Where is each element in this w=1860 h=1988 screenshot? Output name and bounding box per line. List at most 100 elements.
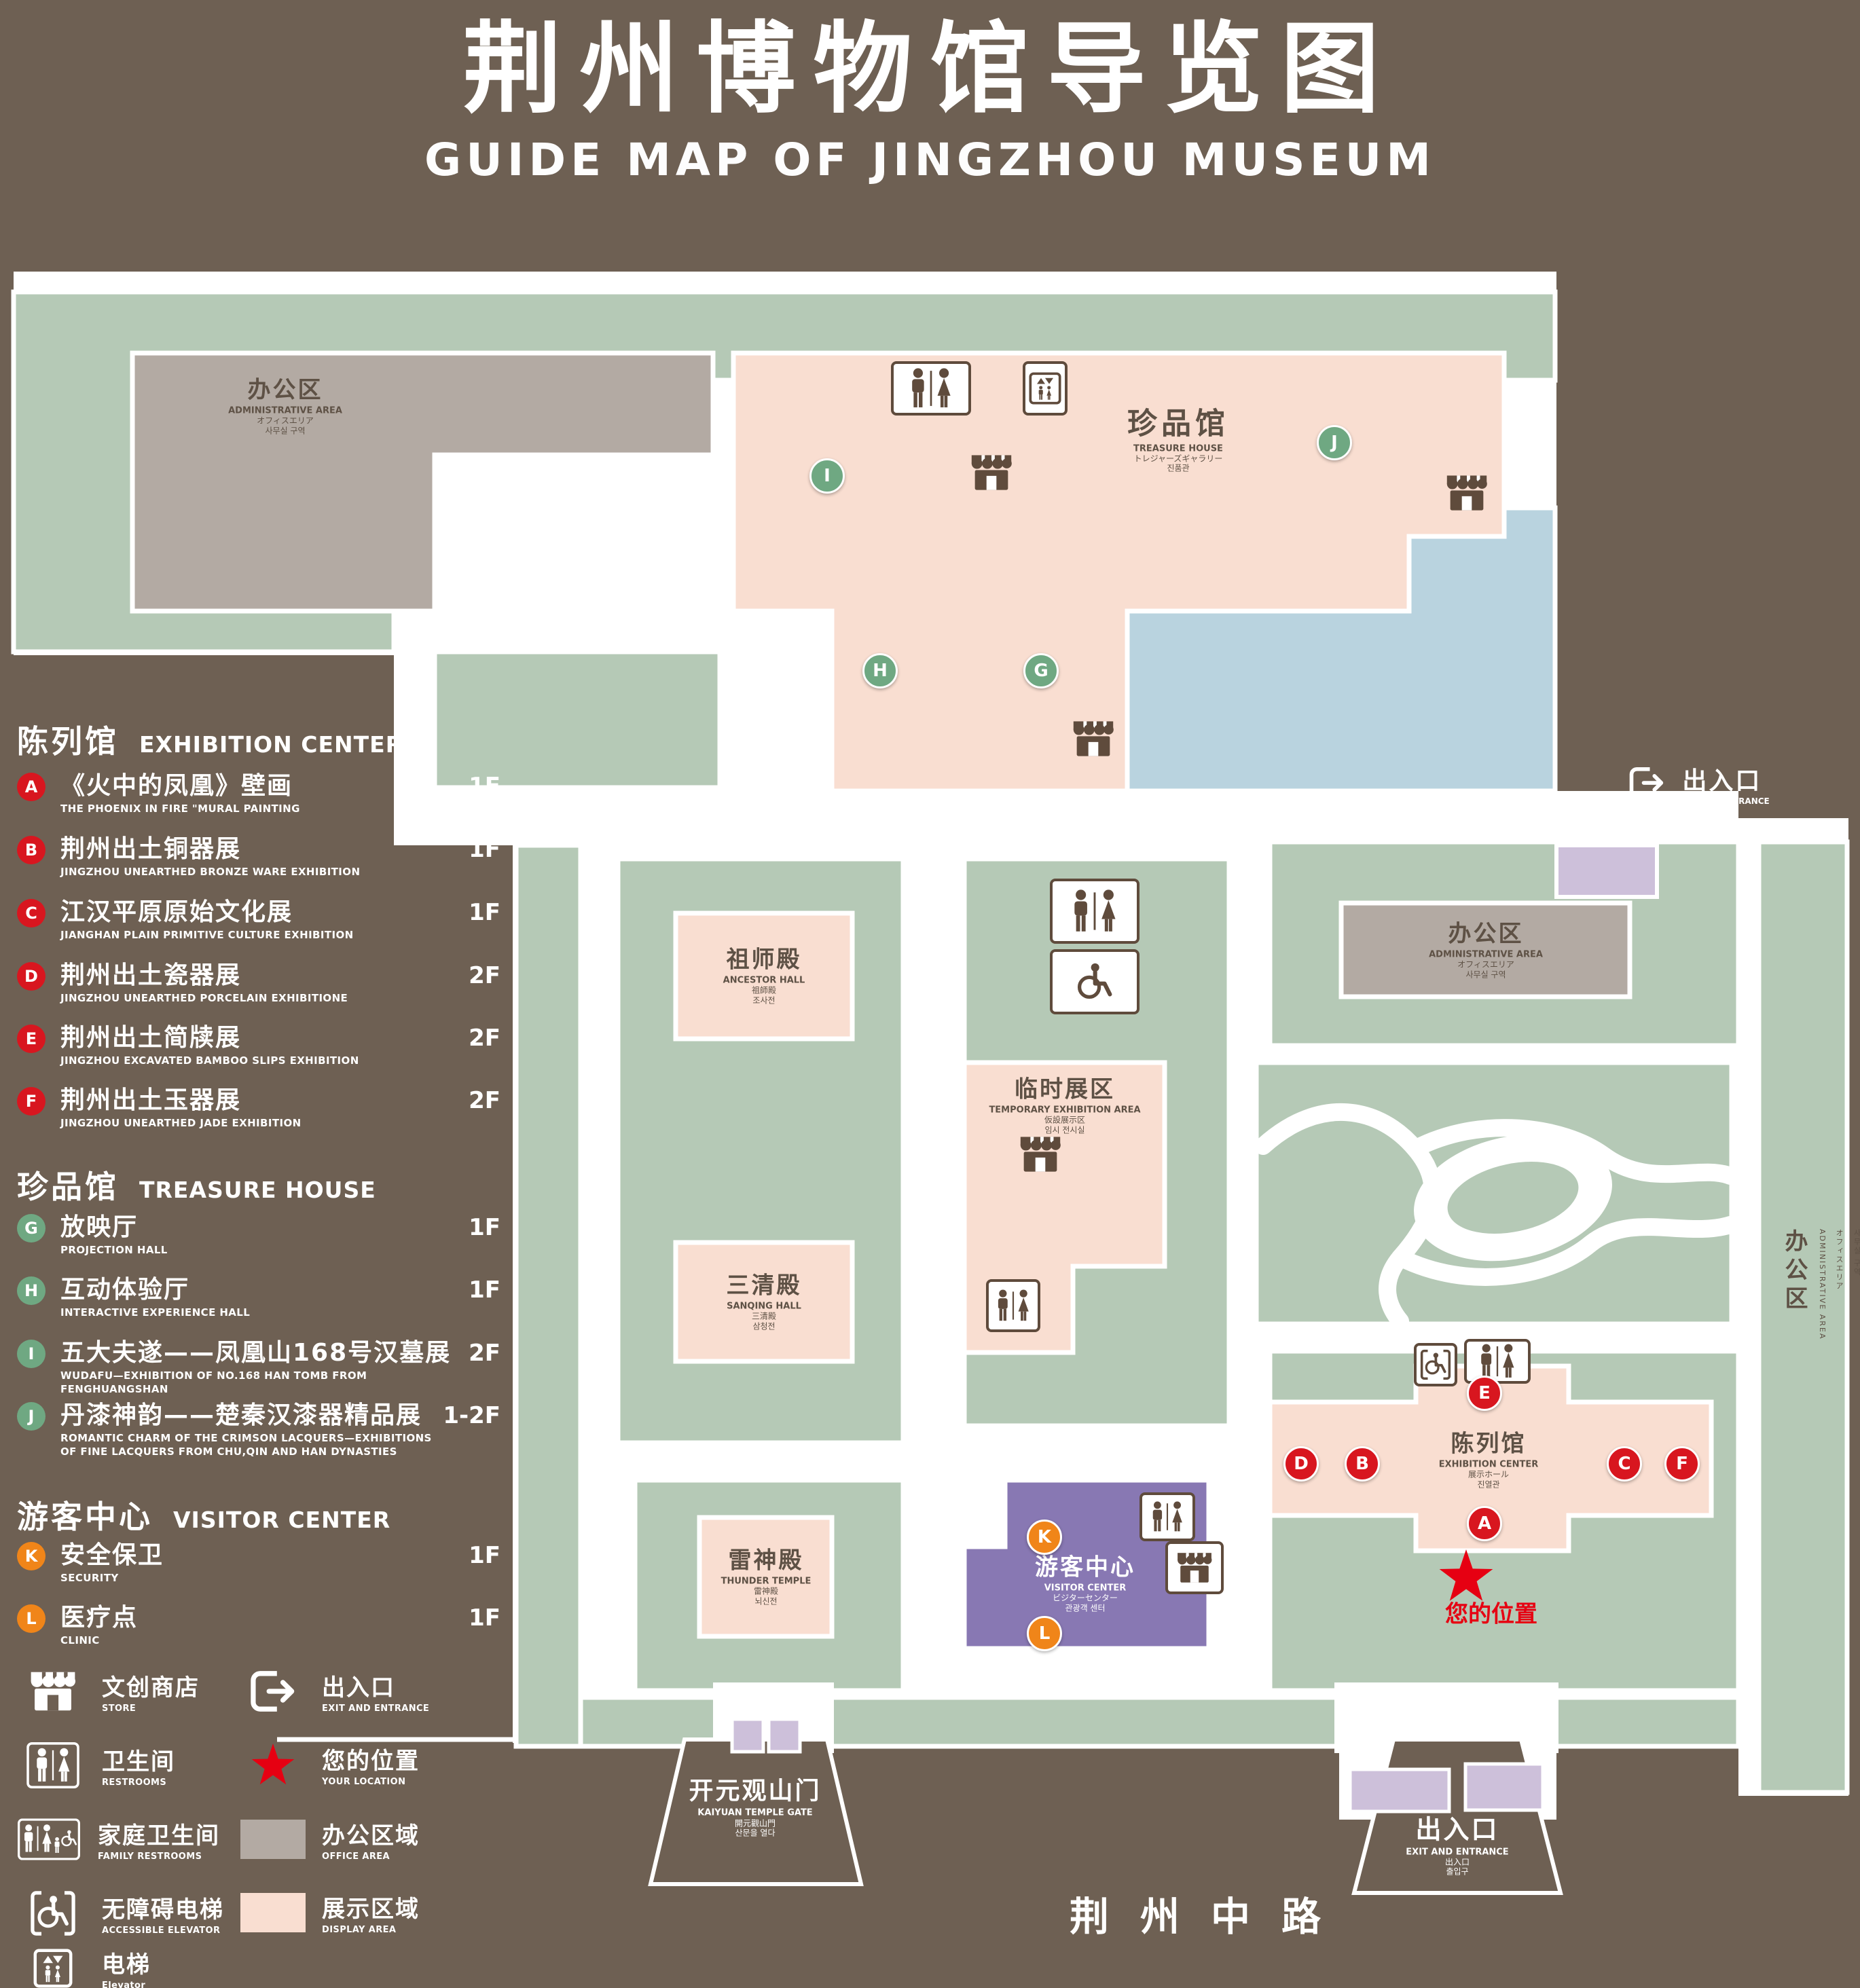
- legend-item-h: H 互动体验厅 INTERACTIVE EXPERIENCE HALL 1F: [17, 1275, 500, 1320]
- marker-k: K: [1027, 1520, 1062, 1555]
- zone-mid-left-green: [432, 649, 723, 790]
- legend-item-b: B 荆州出土铜器展 JINGZHOU UNEARTHED BRONZE WARE…: [17, 834, 500, 879]
- legend-item-j: J 丹漆神韵——楚秦汉漆器精品展 ROMANTIC CHARM OF THE C…: [17, 1401, 500, 1458]
- building-admin-top: [130, 350, 716, 614]
- legend-section-treasure-house: 珍品馆 TREASURE HOUSE: [17, 1168, 376, 1205]
- marker-i: I: [809, 458, 845, 494]
- treasure-store-icon-2: [1445, 474, 1489, 515]
- legend-section-visitor-center: 游客中心 VISITOR CENTER: [17, 1498, 391, 1535]
- legend-item-e: E 荆州出土简牍展 JINGZHOU EXCAVATED BAMBOO SLIP…: [17, 1023, 500, 1068]
- marker-d: D: [1283, 1446, 1319, 1481]
- badge-a: A: [17, 773, 45, 801]
- display-area-swatch: [239, 1893, 307, 1932]
- store-icon: [19, 1670, 87, 1712]
- legend-item-g: G 放映厅 PROJECTION HALL 1F: [17, 1213, 500, 1257]
- treasure-store-icon-1: [970, 454, 1013, 494]
- ancestor-hall-label: 祖师殿 ANCESTOR HALL 祖師殿 조사전: [723, 946, 805, 1006]
- exhibition-center-label: 陈列馆 EXHIBITION CENTER 展示ホール 진열관: [1438, 1430, 1539, 1490]
- treasure-restroom-icon: [891, 361, 971, 416]
- exhibition-restroom-icon: [1464, 1339, 1531, 1384]
- exit-top-label: 出入口 EXIT AND ENTRANCE 出入口 출입구: [1628, 766, 1770, 827]
- header: 荆州博物馆导览图 GUIDE MAP OF JINGZHOU MUSEUM: [0, 0, 1860, 186]
- badge-f: F: [17, 1087, 45, 1116]
- marker-c: C: [1607, 1446, 1642, 1481]
- sanqing-hall-label: 三清殿 SANQING HALL 三清殿 삼청전: [726, 1272, 802, 1331]
- kaiyuan-gate-label: 开元观山门 KAIYUAN TEMPLE GATE 開元觀山門 산문을 열다: [689, 1777, 822, 1838]
- visitor-center-label: 游客中心 VISITOR CENTER ビジターセンター 관광객 센터: [1035, 1553, 1135, 1613]
- building-sanqing-hall: [673, 1240, 855, 1364]
- road-label: 荆州中路: [1069, 1894, 1353, 1940]
- legend-item-f: F 荆州出土玉器展 JINGZHOU UNEARTHED JADE EXHIBI…: [17, 1086, 500, 1130]
- legend-item-i: I 五大夫遂——凤凰山168号汉墓展 WUDAFU—EXHIBITION OF …: [17, 1338, 500, 1396]
- visitor-store-icon: [1165, 1541, 1224, 1594]
- marker-f: F: [1664, 1446, 1700, 1481]
- exit-building-1: [1348, 1767, 1451, 1814]
- building-treasure-house: [731, 350, 1507, 794]
- treasure-store-icon-3: [1072, 720, 1115, 760]
- badge-g: G: [17, 1214, 45, 1242]
- building-exit-top: [1554, 843, 1659, 899]
- central-accessible-restroom-icon: [1050, 949, 1139, 1014]
- building-thunder-temple: [697, 1515, 835, 1639]
- admin-mid-label: 办公区 ADMINISTRATIVE AREA オフィスエリア 사무실 구역: [1429, 920, 1543, 980]
- badge-l: L: [17, 1604, 45, 1633]
- visitor-restroom-icon: [1139, 1492, 1195, 1541]
- badge-e: E: [17, 1025, 45, 1053]
- legend-item-k: K 安全保卫 SECURITY 1F: [17, 1541, 500, 1585]
- badge-h: H: [17, 1276, 45, 1305]
- badge-i: I: [17, 1340, 45, 1368]
- building-ancestor-hall: [673, 910, 855, 1042]
- exit-icon: [1628, 766, 1665, 800]
- marker-a: A: [1467, 1506, 1502, 1541]
- marker-l: L: [1027, 1616, 1062, 1651]
- office-area-swatch: [239, 1820, 307, 1859]
- garden-island: [1447, 1162, 1579, 1234]
- temporary-store-icon: [1019, 1135, 1062, 1176]
- legend-item-a: A 《火中的凤凰》壁画 THE PHOENIX IN FIRE "MURAL P…: [17, 771, 500, 816]
- exit-building-2: [1463, 1762, 1545, 1812]
- admin-top-label: 办公区 ADMINISTRATIVE AREA オフィスエリア 사무실 구역: [228, 376, 342, 436]
- marker-h: H: [862, 653, 898, 688]
- treasure-elevator-icon: [1023, 361, 1068, 416]
- elevator-icon: [19, 1949, 87, 1988]
- badge-k: K: [17, 1542, 45, 1570]
- temporary-exhibition-label: 临时展区 TEMPORARY EXHIBITION AREA 仮設展示区 임시 …: [989, 1075, 1141, 1135]
- legend-item-l: L 医疗点 CLINIC 1F: [17, 1603, 500, 1648]
- marker-e: E: [1467, 1376, 1502, 1411]
- legend-section-exhibition-center: 陈列馆 EXHIBITION CENTER: [17, 723, 404, 760]
- marker-g: G: [1023, 653, 1059, 688]
- field-right-column: [1756, 839, 1850, 1795]
- treasure-house-label: 珍品馆 TREASURE HOUSE トレジャーズギャラリー 진품관: [1127, 406, 1229, 474]
- admin-right-label: 办公区 ADMINISTRATIVE AREA オフィスエリア 사무실 구역: [1781, 1229, 1860, 1340]
- gate-square-1: [730, 1717, 765, 1754]
- temporary-restroom-icon: [986, 1279, 1040, 1332]
- page-subtitle: GUIDE MAP OF JINGZHOU MUSEUM: [424, 133, 1436, 186]
- field-left-strip: [513, 843, 583, 1749]
- central-restroom-icon: [1050, 879, 1139, 944]
- location-star-icon: [239, 1744, 307, 1786]
- legend-item-d: D 荆州出土瓷器展 JINGZHOU UNEARTHED PORCELAIN E…: [17, 961, 500, 1006]
- family-restroom-icon: [15, 1818, 83, 1860]
- exhibition-accessible-elevator-icon: [1414, 1343, 1457, 1386]
- page-title: 荆州博物馆导览图: [462, 12, 1398, 127]
- accessible-elevator-icon: [19, 1890, 87, 1936]
- badge-c: C: [17, 899, 45, 927]
- restroom-icon: [19, 1742, 87, 1788]
- your-location-label: 您的位置: [1445, 1600, 1537, 1628]
- legend-item-c: C 江汉平原原始文化展 JIANGHAN PLAIN PRIMITIVE CUL…: [17, 898, 500, 942]
- marker-j: J: [1317, 425, 1352, 460]
- badge-d: D: [17, 962, 45, 991]
- badge-j: J: [17, 1402, 45, 1431]
- thunder-temple-label: 雷神殿 THUNDER TEMPLE 雷神殿 뇌신전: [721, 1547, 812, 1606]
